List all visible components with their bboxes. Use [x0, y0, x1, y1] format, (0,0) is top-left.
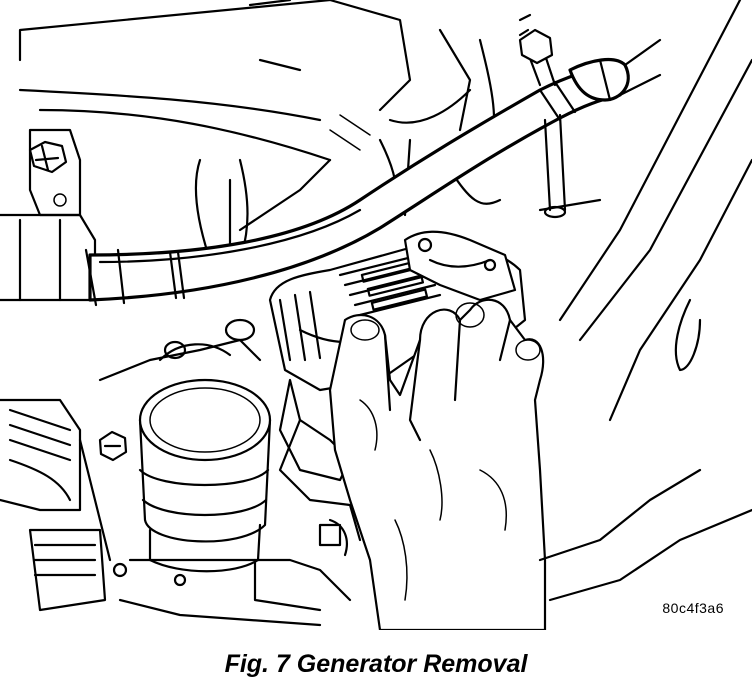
left-mount-bracket — [0, 128, 97, 302]
oil-filter — [138, 378, 272, 573]
lower-crossmember — [118, 468, 752, 627]
heater-hose — [84, 38, 662, 307]
technician-hand — [328, 298, 547, 630]
figure-caption: Fig. 7 Generator Removal — [224, 650, 528, 678]
engine-block-outline — [18, 0, 502, 272]
oil-filter-adapter — [0, 318, 352, 612]
figure-reference-code: 80c4f3a6 — [662, 600, 724, 616]
generator-removal-illustration — [0, 0, 752, 630]
dipstick-tube — [518, 13, 567, 219]
inner-fender-panel — [538, 0, 752, 422]
